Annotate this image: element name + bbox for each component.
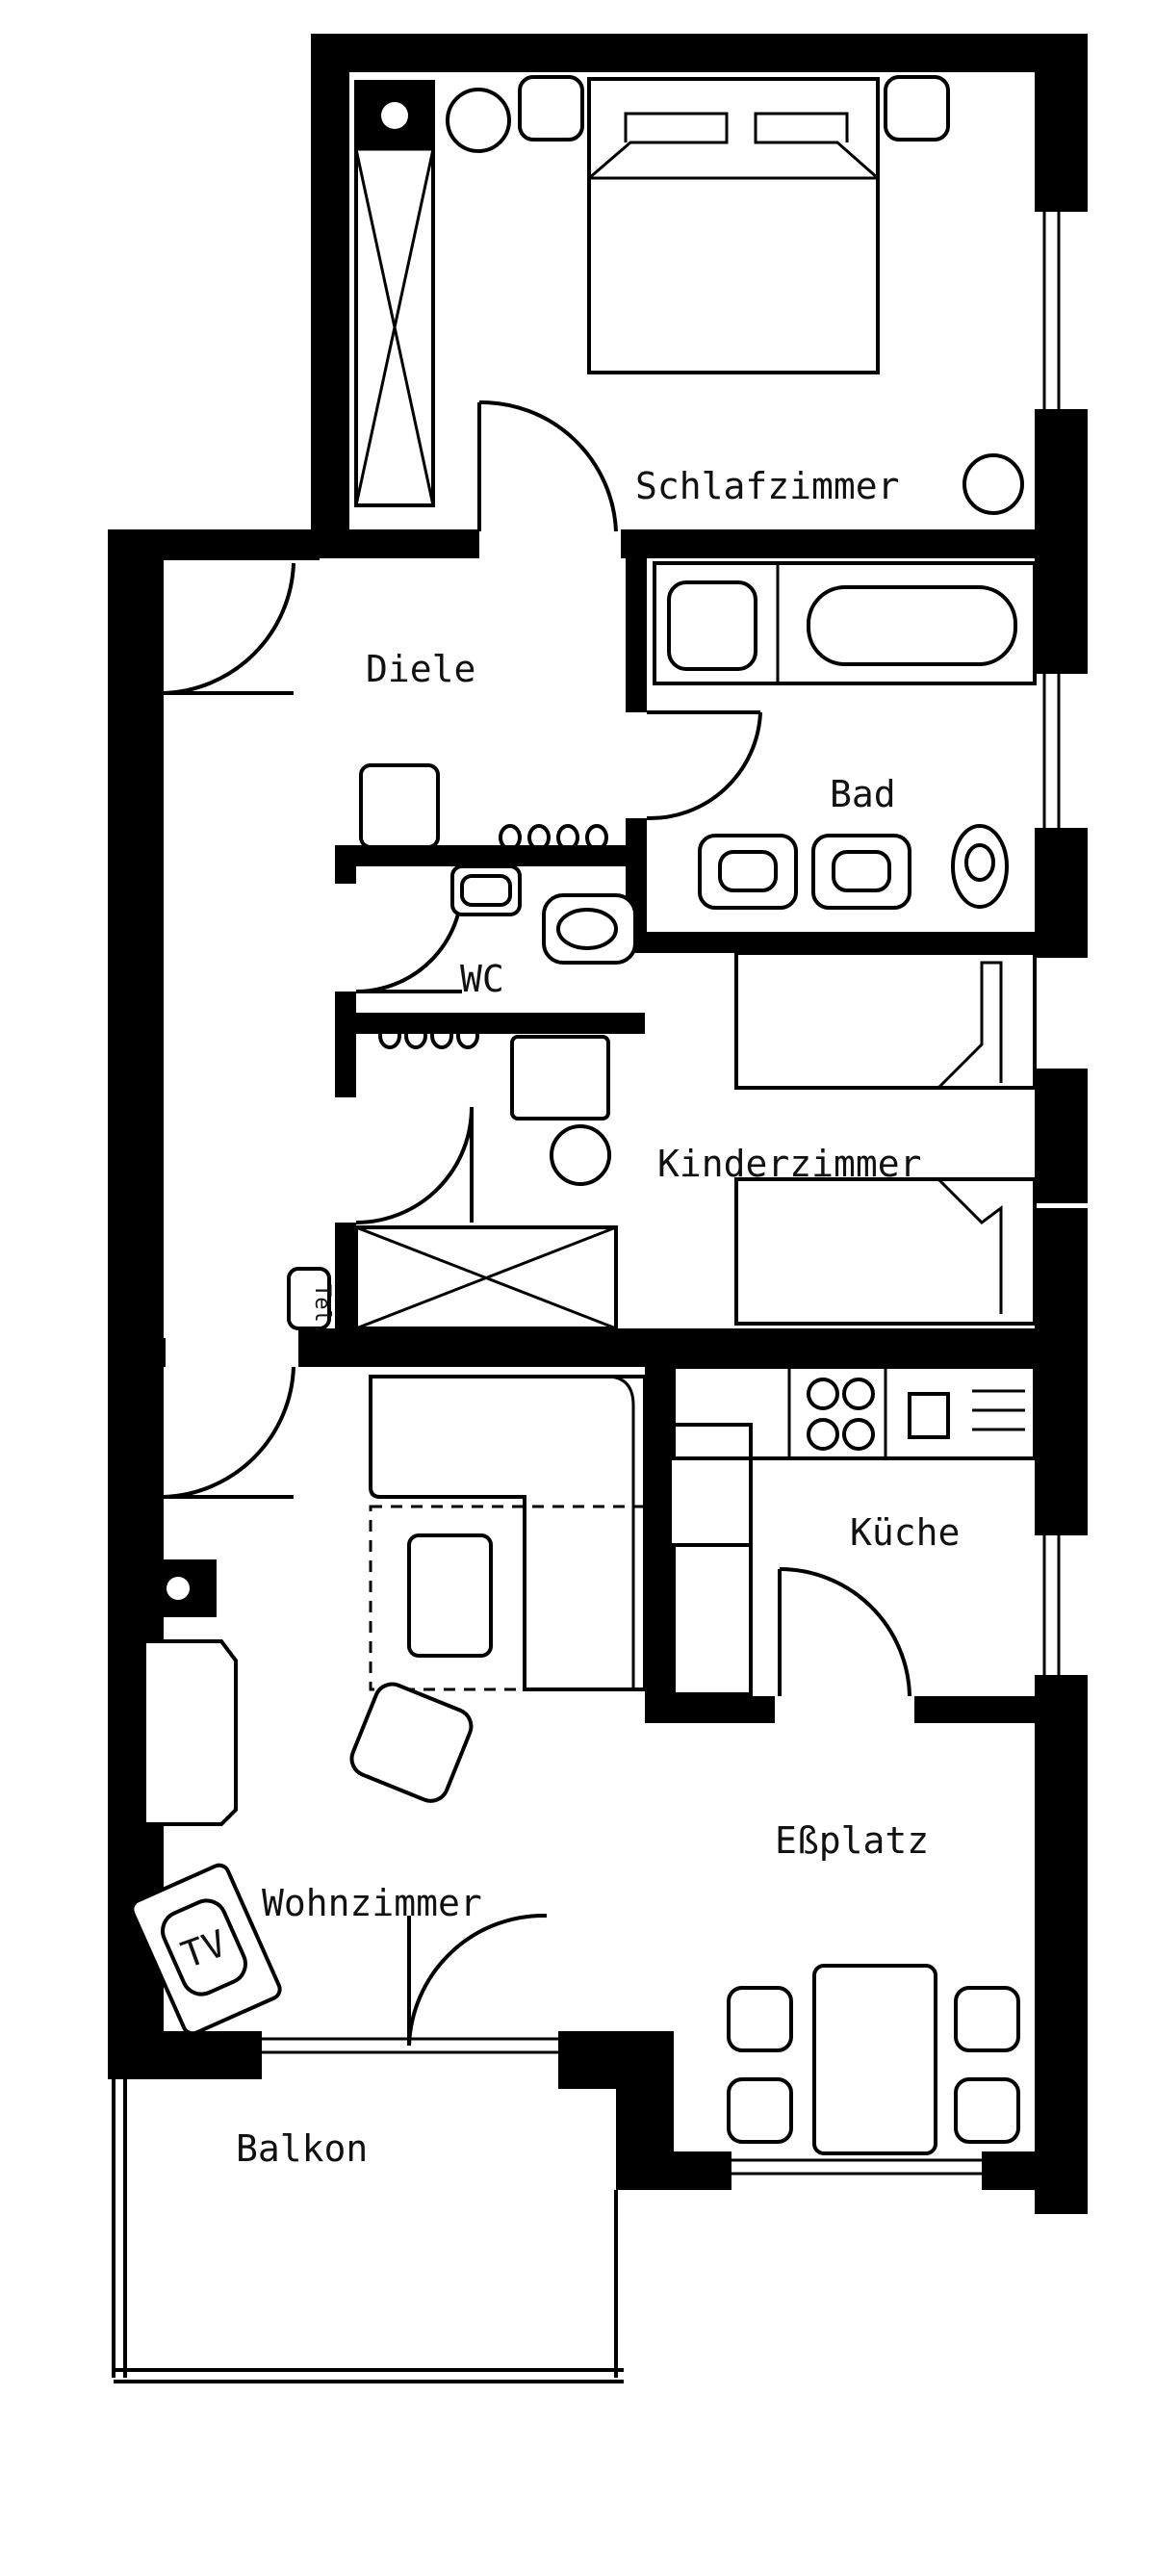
bath-fixtures <box>653 561 1037 910</box>
room-label-kinderzimmer: Kinderzimmer <box>657 1143 922 1185</box>
dining-furniture <box>727 1964 1020 2155</box>
wc-fixtures <box>450 864 637 965</box>
outer-walls <box>108 34 1088 2214</box>
room-label-essplatz: Eßplatz <box>775 1819 929 1862</box>
kitchen-fixtures <box>672 1365 1037 1696</box>
windows <box>262 212 1061 2176</box>
bedroom-furniture <box>446 75 1024 515</box>
room-label-bad: Bad <box>830 773 896 815</box>
room-label-diele: Diele <box>366 648 475 690</box>
room-label-balkon: Balkon <box>236 2127 368 2170</box>
hall-furniture <box>359 763 608 1049</box>
tv-icon <box>130 1863 282 2036</box>
wardrobe <box>354 80 435 507</box>
room-labels: Schlafzimmer Diele Bad WC Kinderzimmer K… <box>236 465 960 2170</box>
doors <box>163 399 911 2047</box>
room-label-kueche: Küche <box>850 1511 960 1554</box>
kids-room-furniture <box>287 951 1037 1330</box>
interior-walls <box>108 529 1035 1723</box>
telephone-label: Tel. <box>310 1284 334 1335</box>
telephone-icon <box>287 1267 331 1330</box>
room-label-schlafzimmer: Schlafzimmer <box>635 465 900 507</box>
balcony <box>112 2079 624 2383</box>
living-room-furniture <box>130 1375 647 2036</box>
room-label-wc: WC <box>460 958 504 1000</box>
room-label-wohnzimmer: Wohnzimmer <box>262 1882 482 1924</box>
